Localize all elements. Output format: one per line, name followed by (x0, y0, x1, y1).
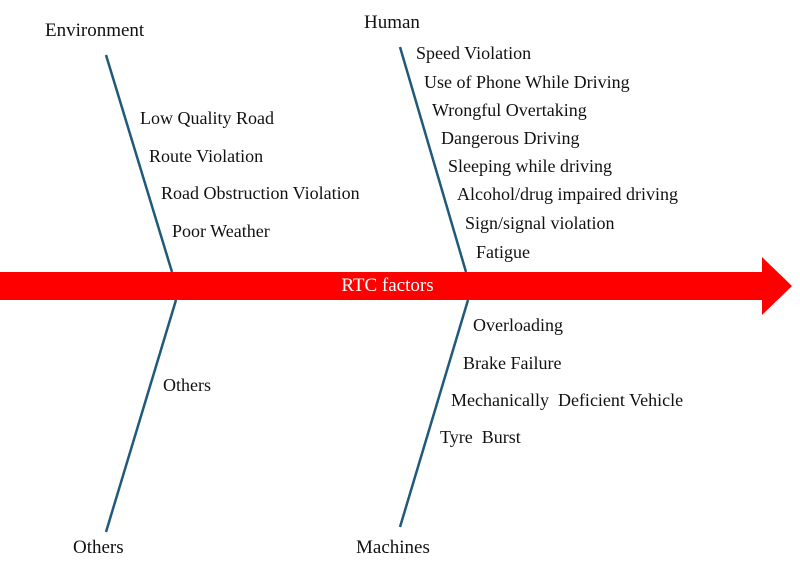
cause-human: Sign/signal violation (465, 213, 615, 233)
spine-arrow (0, 257, 792, 315)
bone-machines (398, 299, 470, 528)
bone-human (398, 46, 468, 273)
category-others: Others (73, 537, 124, 558)
cause-environment: Road Obstruction Violation (161, 183, 360, 203)
cause-human: Wrongful Overtaking (432, 100, 587, 120)
cause-machines: Overloading (473, 315, 563, 335)
cause-human: Dangerous Driving (441, 128, 580, 148)
cause-human: Fatigue (476, 242, 530, 262)
cause-human: Sleeping while driving (448, 156, 612, 176)
cause-human: Use of Phone While Driving (424, 72, 630, 92)
cause-environment: Poor Weather (172, 221, 270, 241)
bone-environment (104, 54, 174, 273)
category-human: Human (364, 12, 420, 33)
cause-machines: Brake Failure (463, 353, 562, 373)
cause-environment: Route Violation (149, 146, 264, 166)
cause-machines: Tyre Burst (440, 427, 521, 447)
category-machines: Machines (356, 537, 430, 558)
cause-human: Alcohol/drug impaired driving (457, 184, 678, 204)
bone-others (104, 299, 178, 533)
spine-label: RTC factors (341, 275, 434, 296)
cause-human: Speed Violation (416, 43, 532, 63)
cause-environment: Low Quality Road (140, 108, 274, 128)
cause-machines: Mechanically Deficient Vehicle (451, 390, 684, 410)
category-environment: Environment (45, 20, 145, 41)
cause-others: Others (163, 375, 211, 395)
